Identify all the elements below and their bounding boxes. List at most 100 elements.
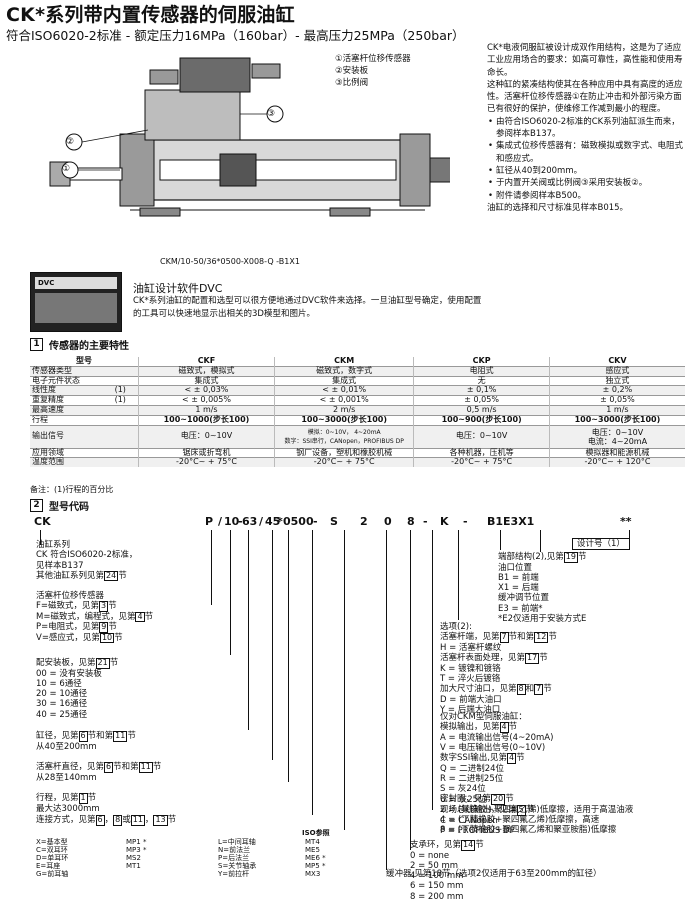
intro-paragraph: CK*电液伺服缸被设计成双作用结构，这是为了适应工业应用场合的要求：如高可靠性，… — [487, 43, 683, 78]
block-line: MT1 — [126, 862, 141, 870]
table-cell: 独立式 — [548, 375, 685, 386]
table-cell: 钢厂设备，塑机和橡胶机械 — [273, 447, 414, 458]
code-segment: - — [238, 515, 243, 528]
section-ref: 7 — [499, 632, 509, 643]
table-cell: < ± 0,01% — [273, 385, 414, 396]
section-2-heading: 2 型号代码 — [30, 498, 89, 513]
block-line: 见样本B137 — [36, 560, 84, 571]
block-line: U = 灰25位 — [440, 794, 487, 805]
table-cell: -20°C~ + 75°C — [413, 457, 550, 468]
table-cell: -20°C~ + 75°C — [273, 457, 414, 468]
code-segment: 45 — [265, 515, 281, 528]
table-cell: 锯床或折弯机 — [137, 447, 275, 458]
block-line: P=后法兰 — [218, 854, 250, 862]
section-ref: 12 — [534, 632, 549, 643]
table-cell: 0,5 m/s — [413, 404, 550, 416]
block-line: 00 = 没有安装板 — [36, 668, 102, 679]
block-line: S = 灰24位 — [440, 784, 486, 795]
section-ref: 14 — [461, 840, 476, 851]
header-ckp: CKP — [413, 356, 550, 367]
block-line: 缓冲调节位置 — [498, 593, 550, 604]
block-line: CK 符合ISO6020-2标准， — [36, 550, 138, 561]
row-label-text: 传感器类型 — [32, 365, 72, 375]
block-line: 2 = 50 mm — [410, 860, 459, 871]
table-cell: ± 0,05% — [548, 395, 685, 406]
code-segment: B1E3X1 — [487, 515, 535, 528]
section-ref: 20 — [491, 794, 506, 805]
block-line: D=单耳环 — [36, 854, 69, 862]
section-ref: 6 — [95, 815, 105, 826]
row-label: 输出信号 — [30, 424, 139, 449]
section-ref: 5 — [516, 805, 526, 816]
block-line: 选项(2): — [440, 622, 472, 632]
page-subtitle: 符合ISO6020-2标准 - 额定压力16MPa（160bar）- 最高压力2… — [6, 28, 465, 43]
block-line: MX3 — [305, 870, 321, 878]
block-line: ME6 * — [305, 854, 326, 862]
cylinder-drawing — [49, 57, 450, 217]
section-ref: 4 — [507, 753, 517, 764]
section-ref: 10 — [99, 632, 115, 644]
block-line: X=基本型 — [36, 838, 68, 846]
block-line: 30 = 16通径 — [36, 699, 88, 710]
table-cell: -20°C~ + 120°C — [548, 457, 685, 468]
block-line: D = 前端大油口 — [440, 694, 502, 705]
block-line: G=前耳轴 — [36, 870, 69, 878]
row-note: (1) — [114, 395, 126, 405]
design-number: 设计号（1） — [572, 538, 630, 551]
block-line: 油口位置 — [498, 562, 533, 573]
section-ref: 21 — [95, 658, 110, 669]
table-cell: 电压：0~10V — [137, 424, 275, 449]
section-ref: 24 — [104, 570, 119, 582]
block-line: T = 淬火后镀铬 — [440, 673, 501, 684]
block-line: 油缸系列 — [36, 540, 71, 550]
section-ref: 6 — [104, 762, 114, 773]
row-label-text: 行程 — [32, 414, 48, 424]
row-label: 最高速度 — [30, 404, 139, 416]
block-line: S=关节轴承 — [218, 862, 257, 870]
header-ckf: CKF — [137, 356, 275, 367]
table-cell: 100~3000(步长100) — [548, 414, 685, 426]
cushion-note: 缓冲器,见第18节（选项2仅适用于63至200mm的缸径） — [386, 869, 602, 879]
row-label: 线性度(1) — [30, 385, 139, 396]
table-cell: 感应式 — [548, 365, 685, 377]
section-number: 2 — [30, 499, 43, 512]
block-line: 6 = 150 mm — [410, 881, 464, 892]
callout-3: ③ — [267, 109, 276, 119]
block-line: Q = 二进制24位 — [440, 763, 505, 774]
block-line: X1 = 后端 — [498, 583, 539, 594]
block-line: 2 = (氟橡胶+聚四氟乙烯)低摩擦，适用于高温油液 — [440, 804, 634, 815]
row-label-text: 输出信号 — [32, 431, 64, 441]
row-label: 行程 — [30, 414, 139, 426]
row-label-text: 重复精度 — [32, 395, 64, 405]
legend-item: ①活塞杆位移传感器 — [335, 54, 411, 64]
row-label: 温度范围 — [30, 457, 139, 468]
table-cell: < ± 0,03% — [137, 385, 275, 396]
intro-bullet: 由符合ISO6020-2标准的CK系列油缸派生而来，参阅样本B137。 — [488, 116, 683, 141]
code-segment: / — [218, 515, 223, 528]
row-label-text: 最高速度 — [32, 404, 64, 414]
block-line: Y=前拉杆 — [218, 870, 250, 878]
table-cell: < ± 0,005% — [137, 395, 275, 406]
block-line: 8 = (丁腈橡胶+聚四氟乙烯和聚亚胺脂)低摩擦 — [440, 825, 617, 836]
page-title: CK*系列带内置传感器的伺服油缸 — [6, 4, 295, 26]
header-ckm: CKM — [273, 356, 414, 367]
code-segment: - — [463, 515, 468, 528]
table-cell: 100~1000(步长100) — [137, 414, 275, 426]
cell-line: 数字：SSI串行，CANopen，PROFIBUS DP — [284, 437, 404, 445]
block-line: 仅对CKM型伺服油缸： — [440, 712, 527, 722]
block-line: 最大达3000mm — [36, 803, 100, 814]
row-label: 应用领域 — [30, 447, 139, 458]
